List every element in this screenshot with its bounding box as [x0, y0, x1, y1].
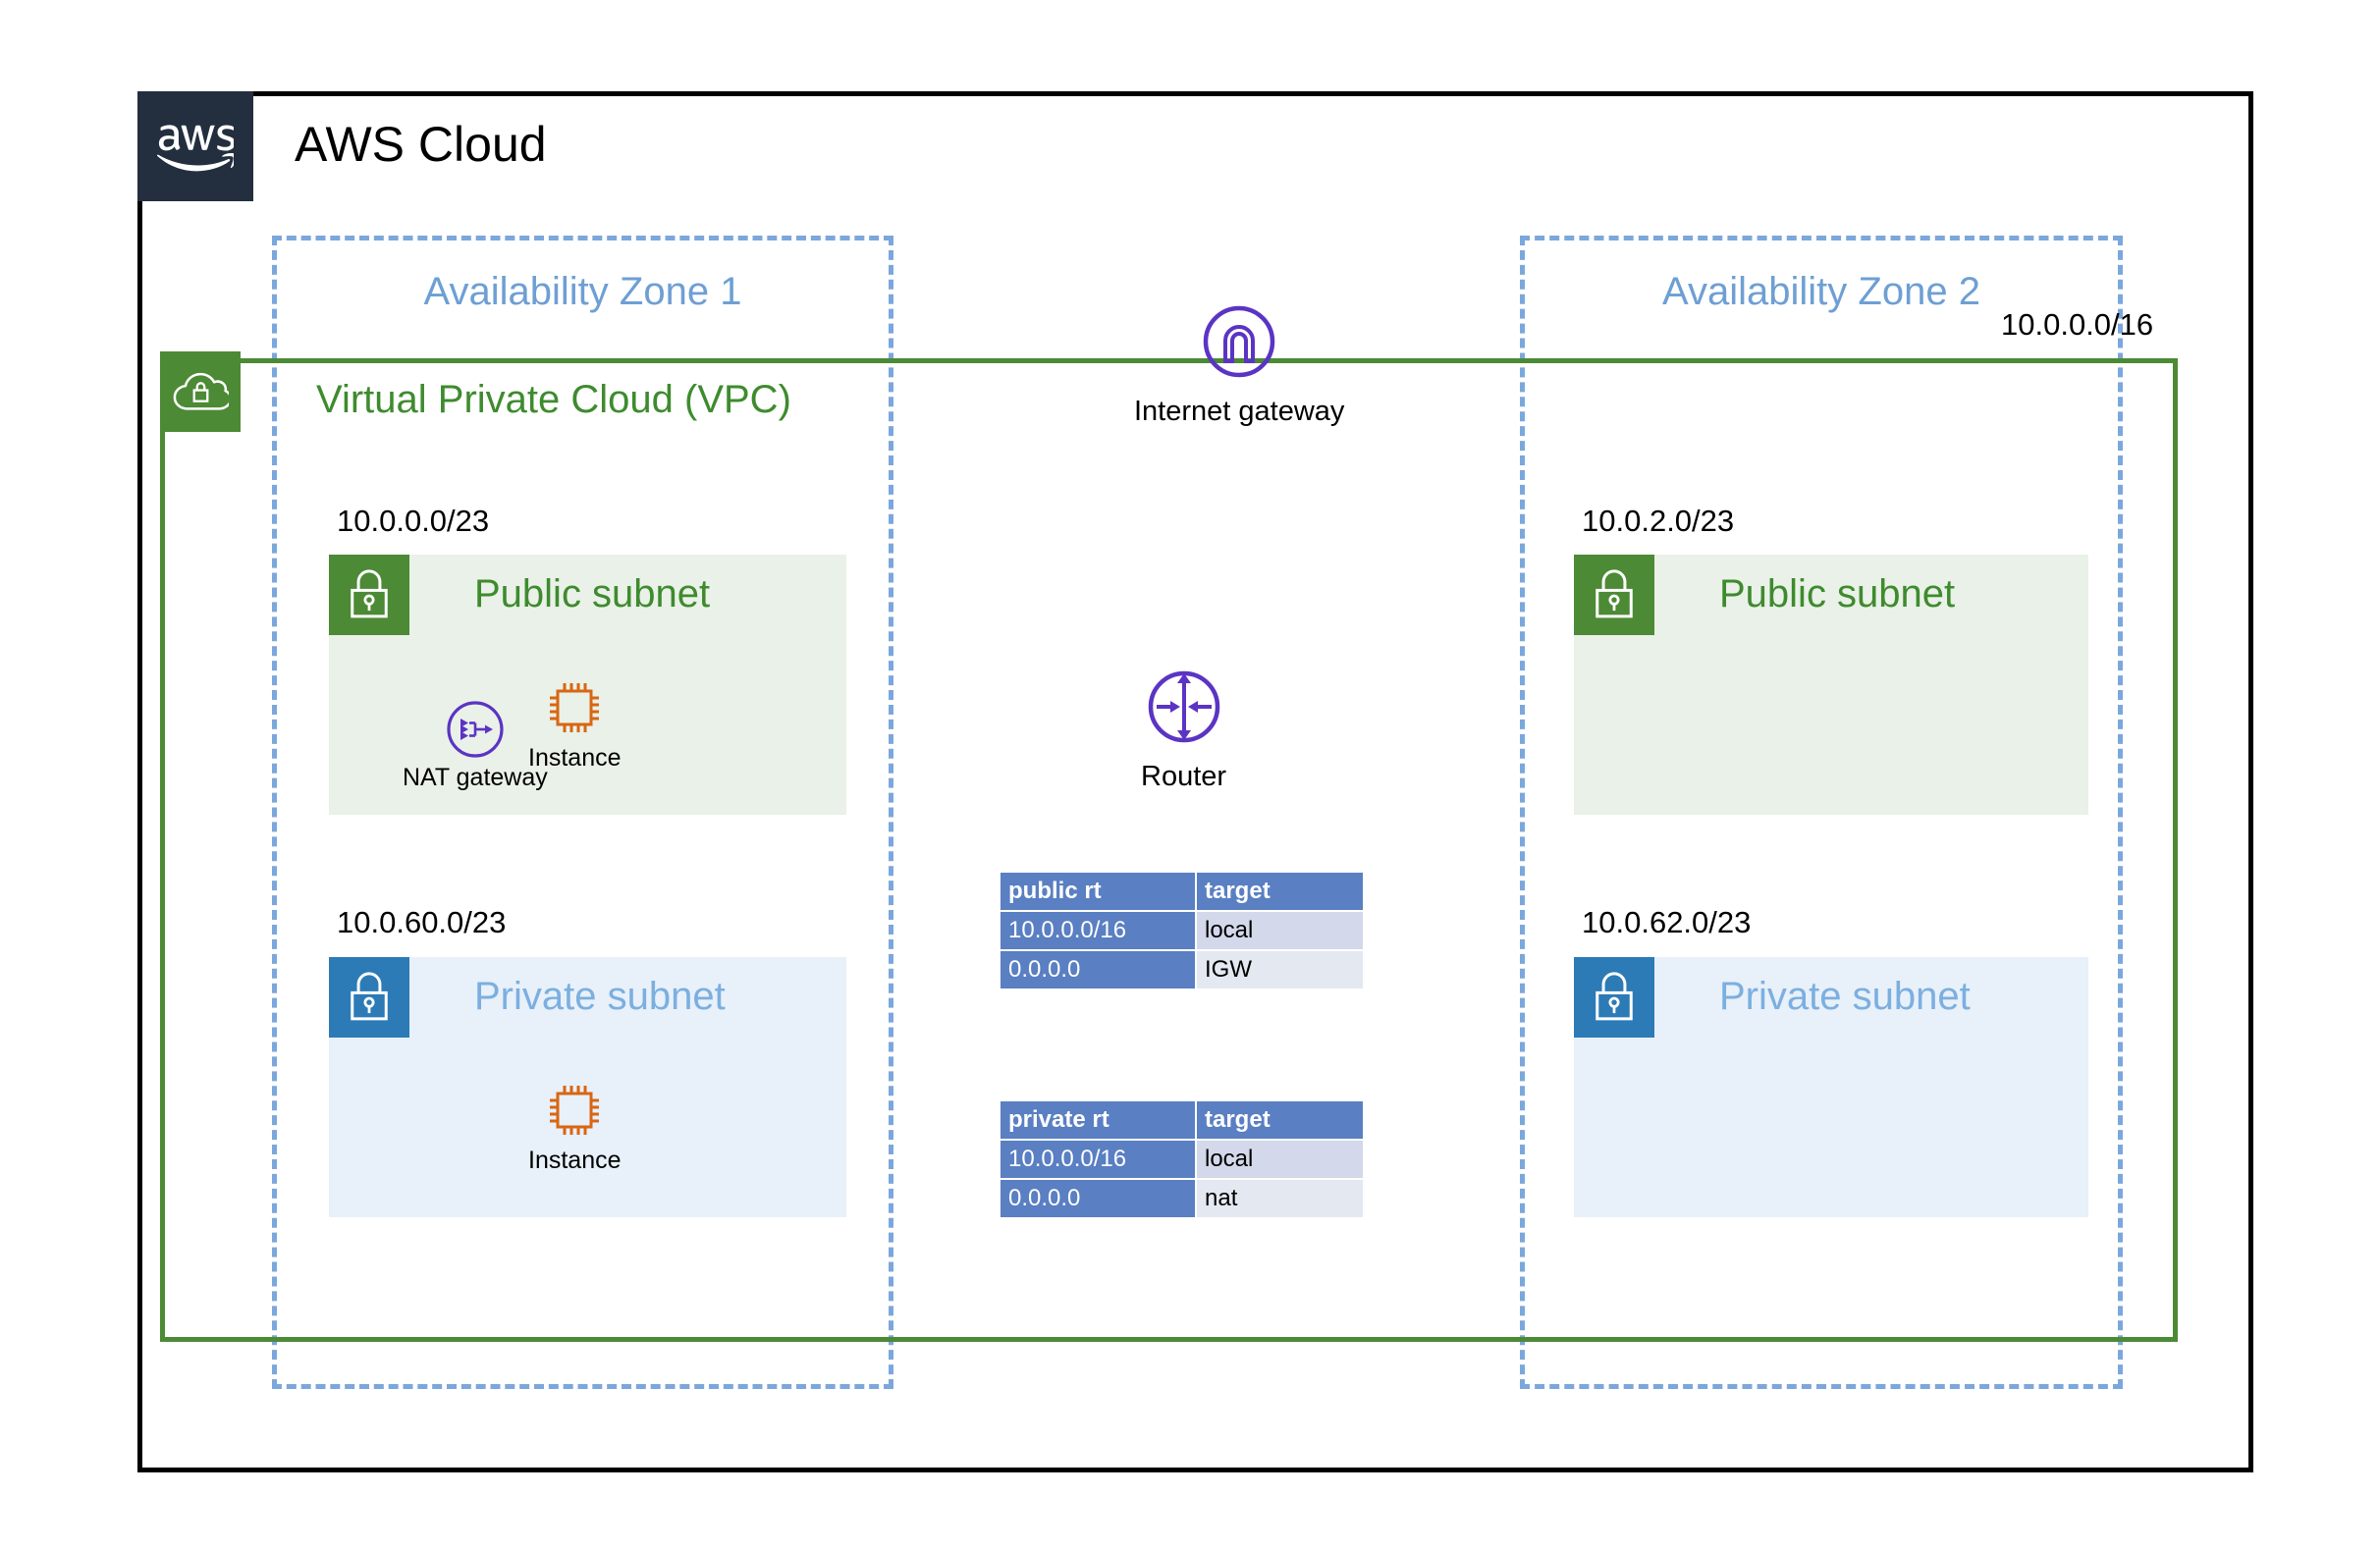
internet-gateway-node[interactable]: Internet gateway: [1134, 300, 1344, 428]
route-destination: 10.0.0.0/16: [999, 1139, 1197, 1180]
subnet-cidr-label: 10.0.2.0/23: [1582, 504, 1735, 538]
public-subnet-az1: Public subnet: [329, 555, 846, 815]
nat-gateway-icon: [445, 699, 506, 760]
private-subnet-az1: Private subnet: [329, 957, 846, 1217]
availability-zone-1-boundary: [272, 236, 893, 1389]
table-row: 10.0.0.0/16 local: [999, 1139, 1365, 1180]
availability-zone-2-label: Availability Zone 2: [1662, 270, 1980, 313]
column-header-destination: public rt: [999, 871, 1197, 912]
lock-icon: [329, 555, 409, 635]
subnet-cidr-label: 10.0.60.0/23: [337, 905, 507, 939]
aws-logo-icon: [137, 91, 253, 201]
vpc-boundary: [160, 358, 2178, 1342]
lock-icon: [329, 957, 409, 1038]
router-node[interactable]: Router: [1141, 666, 1226, 793]
availability-zone-1-label: Availability Zone 1: [423, 270, 742, 313]
subnet-title: Public subnet: [1719, 572, 1956, 615]
subnet-title: Private subnet: [1719, 975, 1971, 1018]
resource-label: Instance: [528, 1147, 622, 1174]
route-destination: 0.0.0.0: [999, 949, 1197, 990]
route-target: local: [1195, 910, 1365, 951]
subnet-title: Private subnet: [474, 975, 726, 1018]
private-route-table: private rt target 10.0.0.0/16 local 0.0.…: [999, 1099, 1365, 1219]
ec2-instance-icon: [542, 675, 607, 740]
table-row: 0.0.0.0 nat: [999, 1178, 1365, 1219]
column-header-target: target: [1195, 871, 1365, 912]
vpc-cidr-label: 10.0.0.0/16: [2001, 307, 2154, 342]
nat-gateway-resource[interactable]: NAT gateway: [403, 699, 548, 792]
public-route-table: public rt target 10.0.0.0/16 local 0.0.0…: [999, 871, 1365, 990]
page-title: AWS Cloud: [295, 117, 547, 172]
internet-gateway-icon: [1198, 300, 1280, 388]
instance-resource-private-az1[interactable]: Instance: [528, 1078, 622, 1175]
subnet-cidr-label: 10.0.0.0/23: [337, 504, 490, 538]
subnet-cidr-label: 10.0.62.0/23: [1582, 905, 1752, 939]
route-target: IGW: [1195, 949, 1365, 990]
route-target: nat: [1195, 1178, 1365, 1219]
route-target: local: [1195, 1139, 1365, 1180]
network-node-label: Router: [1141, 761, 1227, 792]
table-row: 0.0.0.0 IGW: [999, 949, 1365, 990]
table-header-row: private rt target: [999, 1099, 1365, 1141]
public-subnet-az2: Public subnet: [1574, 555, 2088, 815]
ec2-instance-icon: [542, 1078, 607, 1143]
vpc-title: Virtual Private Cloud (VPC): [316, 378, 791, 421]
vpc-cloud-lock-icon: [160, 351, 241, 432]
lock-icon: [1574, 555, 1654, 635]
lock-icon: [1574, 957, 1654, 1038]
resource-label: NAT gateway: [403, 764, 548, 791]
resource-label: Instance: [528, 744, 622, 772]
availability-zone-2-boundary: [1520, 236, 2123, 1389]
private-subnet-az2: Private subnet: [1574, 957, 2088, 1217]
column-header-destination: private rt: [999, 1099, 1197, 1141]
subnet-title: Public subnet: [474, 572, 711, 615]
route-destination: 0.0.0.0: [999, 1178, 1197, 1219]
route-destination: 10.0.0.0/16: [999, 910, 1197, 951]
table-header-row: public rt target: [999, 871, 1365, 912]
table-row: 10.0.0.0/16 local: [999, 910, 1365, 951]
router-icon: [1143, 666, 1225, 753]
column-header-target: target: [1195, 1099, 1365, 1141]
network-node-label: Internet gateway: [1134, 396, 1345, 427]
instance-resource-public-az1[interactable]: Instance: [528, 675, 622, 773]
